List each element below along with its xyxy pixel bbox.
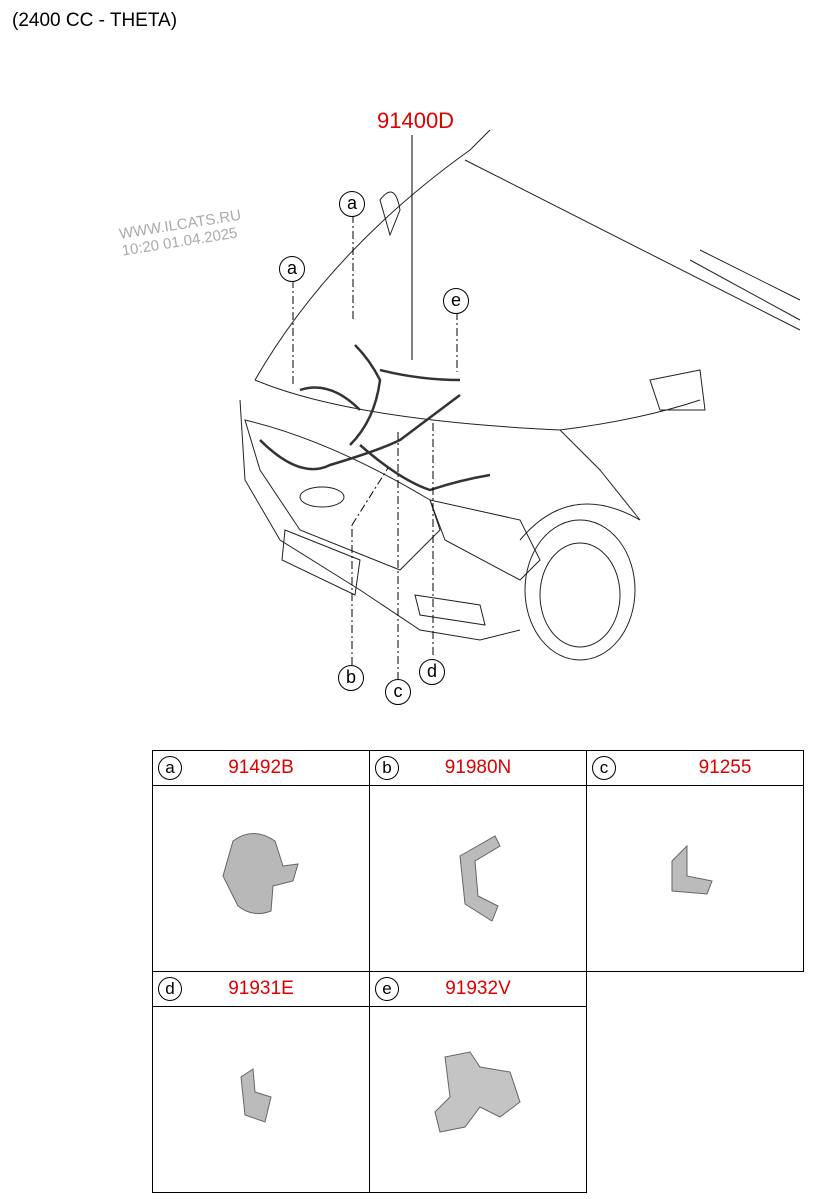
- callout-a-top[interactable]: a: [339, 191, 365, 217]
- part-letter: a: [158, 756, 182, 780]
- part-number[interactable]: 91931E: [228, 978, 294, 999]
- callout-b[interactable]: b: [338, 665, 364, 691]
- part-number[interactable]: 91255: [698, 757, 752, 778]
- part-number[interactable]: 91932V: [445, 978, 511, 999]
- part-letter: c: [592, 756, 616, 780]
- vehicle-illustration: [239, 129, 801, 680]
- part-number[interactable]: 91980N: [444, 757, 512, 778]
- part-image-c: [586, 785, 804, 972]
- part-header-e[interactable]: e 91932V: [369, 971, 587, 1007]
- part-number[interactable]: 91492B: [228, 757, 294, 778]
- part-header-c[interactable]: c 91255: [586, 750, 804, 786]
- part-letter: d: [158, 977, 182, 1001]
- part-header-a[interactable]: a 91492B: [152, 750, 370, 786]
- callout-c[interactable]: c: [385, 679, 411, 705]
- callout-e[interactable]: e: [443, 288, 469, 314]
- part-image-b: [369, 785, 587, 972]
- part-letter: b: [375, 756, 399, 780]
- part-image-e: [369, 1006, 587, 1193]
- part-header-b[interactable]: b 91980N: [369, 750, 587, 786]
- main-part-number[interactable]: 91400D: [377, 108, 455, 133]
- callout-d[interactable]: d: [419, 659, 445, 685]
- callout-a-left[interactable]: a: [279, 256, 305, 282]
- part-image-d: [152, 1006, 370, 1193]
- part-letter: e: [375, 977, 399, 1001]
- part-header-d[interactable]: d 91931E: [152, 971, 370, 1007]
- part-image-a: [152, 785, 370, 972]
- parts-table: a 91492B b 91980N c 91255 d 91931E e 91932V: [152, 750, 804, 1193]
- page-title: (2400 CC - THETA): [12, 10, 178, 31]
